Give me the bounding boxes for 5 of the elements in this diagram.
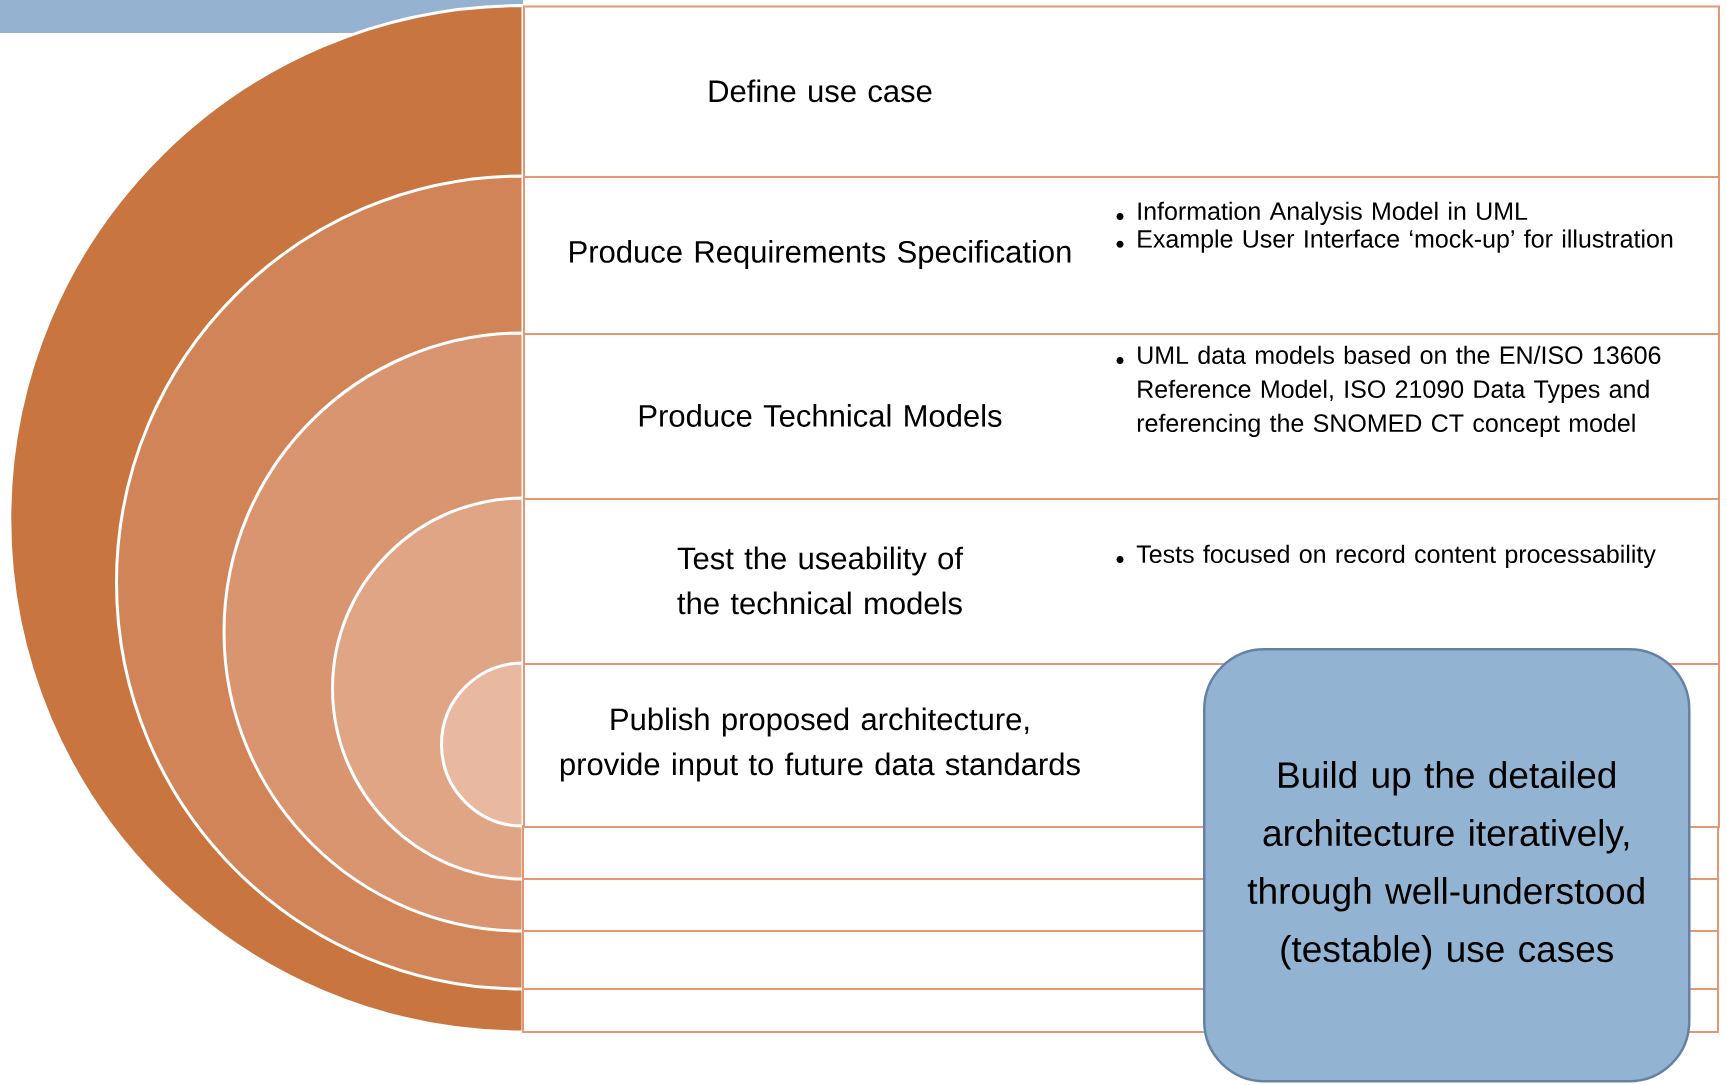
callout-box: Build up the detailed architecture iteratively, through well-understood (testable) use cases: [1203, 648, 1691, 1083]
row-band: Test the useability of the technical models Tests focused on record content processability: [523, 498, 1720, 665]
row-band: Produce Technical Models UML data models based on the EN/ISO 13606 Reference Model, ISO 21090 Data Types and referencing the SNOMED CT concept model: [523, 333, 1720, 500]
row-band: Define use case: [523, 5, 1720, 178]
row-band: Produce Requirements Specification Information Analysis Model in UML Example User Interface ‘mock-up’ for illustration: [523, 176, 1720, 335]
